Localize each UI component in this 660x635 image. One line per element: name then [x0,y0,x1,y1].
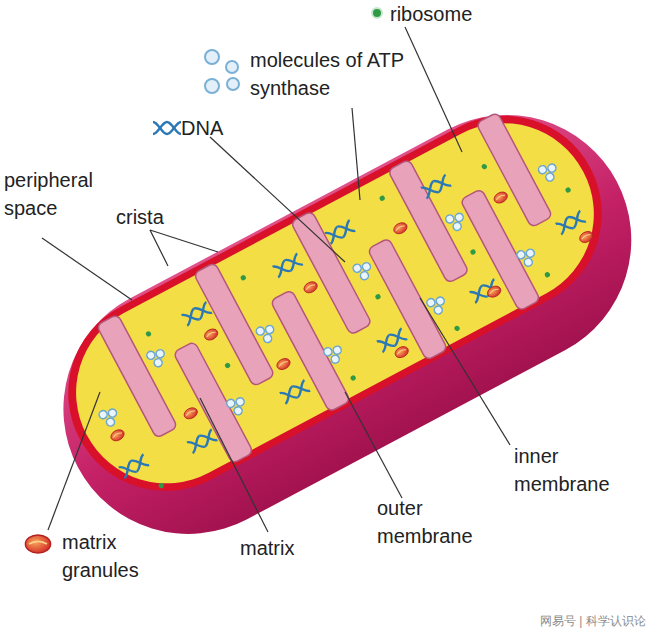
leader-lines [42,27,510,532]
dna-icon [153,122,181,134]
matrix-granules [85,145,601,496]
atp-synthase [84,142,591,477]
outer-membrane-shape [19,71,660,578]
part-label: ribosome [390,0,472,28]
part-label: matrix [240,534,294,562]
ribosome-icon [372,8,382,18]
dna-strands [67,122,595,486]
part-label: crista [116,203,164,231]
mitochondrion [19,71,660,578]
granule-icon [25,535,50,553]
cristae [96,112,584,489]
part-label: inner membrane [514,442,630,498]
atp-icon [205,50,239,93]
part-label: peripheral space [4,166,108,222]
part-label: DNA [181,114,223,142]
membrane-rim [34,81,636,525]
watermark: 网易号 | 科学认识论 [540,614,646,628]
part-label: matrix granules [62,528,178,584]
ribosomes [87,116,604,489]
part-label: outer membrane [377,494,493,550]
part-label: molecules of ATP synthase [250,46,415,102]
